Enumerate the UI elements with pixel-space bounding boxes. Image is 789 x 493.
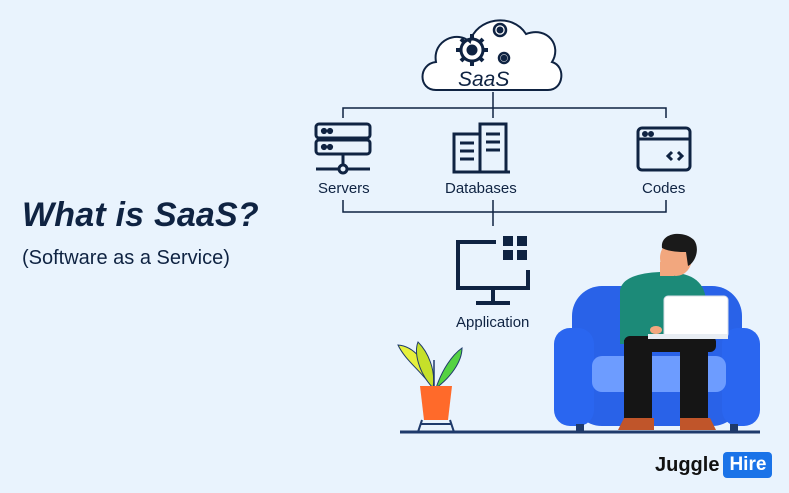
logo-text-juggle: Juggle xyxy=(655,453,720,476)
server-icon xyxy=(314,122,372,175)
saas-label: SaaS xyxy=(458,68,510,91)
databases-label: Databases xyxy=(445,180,517,197)
code-window-icon xyxy=(636,126,692,172)
gears-icon xyxy=(456,22,511,66)
database-icon xyxy=(452,122,510,174)
monitor-icon xyxy=(456,236,530,305)
jugglehire-logo: Juggle Hire xyxy=(655,452,773,478)
page-title: What is SaaS? xyxy=(22,196,259,234)
logo-text-hire: Hire xyxy=(723,452,773,478)
connector-lines xyxy=(342,92,667,226)
codes-label: Codes xyxy=(642,180,686,197)
servers-label: Servers xyxy=(318,180,370,197)
cloud-icon xyxy=(421,19,563,91)
person-illustration xyxy=(618,233,729,430)
application-label: Application xyxy=(456,314,530,331)
plant-illustration xyxy=(397,341,463,433)
page-subtitle: (Software as a Service) xyxy=(22,247,230,269)
